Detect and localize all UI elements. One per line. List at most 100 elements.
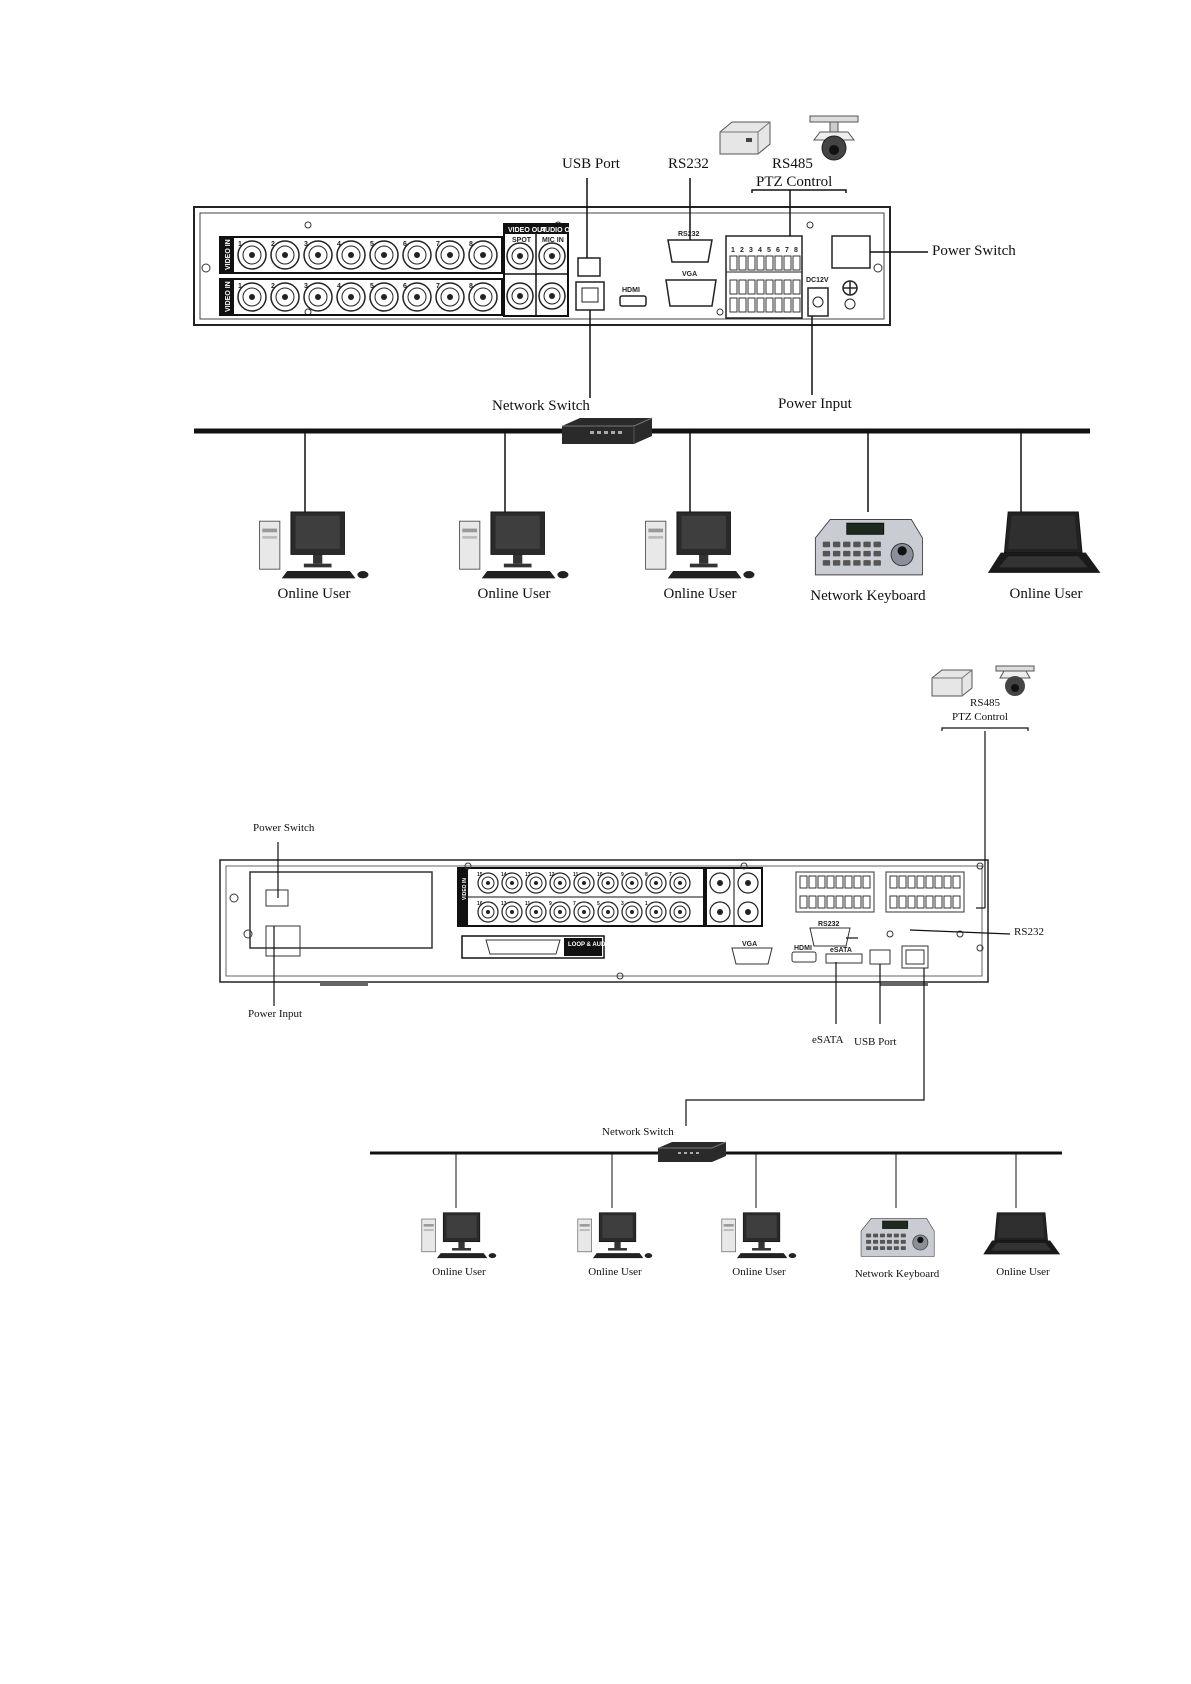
callout-power-switch: Power Switch <box>932 243 1016 259</box>
device-label: Network Keyboard <box>854 1268 940 1280</box>
terminal-pin <box>925 875 934 909</box>
panel-loop-audio: LOOP & AUDIO <box>568 942 612 948</box>
ptz-decoder-icon <box>719 121 771 155</box>
panel-row2-tag: VIDEO IN <box>225 281 232 312</box>
bnc-connector: 9 <box>621 872 643 894</box>
channel-number: 3 <box>621 901 624 907</box>
video-audio-out-connectors <box>506 242 566 310</box>
terminal-pin <box>826 875 835 909</box>
bnc-connector <box>506 242 534 270</box>
alarm-terminal-pins-2 <box>799 875 961 909</box>
channel-number: 10 <box>597 872 603 878</box>
callout-lines-1 <box>586 178 928 398</box>
panel-dc12v: DC12V <box>806 277 829 284</box>
callout-esata: eSATA <box>812 1034 844 1046</box>
device-label: Online User <box>432 1266 486 1278</box>
bnc-connector: 8 <box>645 872 667 894</box>
bnc-connector: 5 <box>597 901 619 923</box>
pc-icon <box>721 1212 797 1259</box>
callout-rs232-2: RS232 <box>1014 926 1044 938</box>
panel-audio-out: AUDIO OUT <box>540 227 580 234</box>
panel-vga: VGA <box>682 271 697 278</box>
device-label: Online User <box>663 586 737 602</box>
network-keyboard-device: Network Keyboard <box>855 1212 939 1280</box>
channel-number: 1 <box>238 283 242 290</box>
panel-spot: SPOT <box>512 237 532 244</box>
online-user-device: Online User <box>986 508 1106 602</box>
dome-camera-icon-2 <box>995 665 1035 696</box>
panel-rs232-2: RS232 <box>818 921 840 928</box>
bnc-connector: 4 <box>336 240 366 270</box>
channel-number: 3 <box>304 283 308 290</box>
alarm-number: 1 <box>731 247 735 254</box>
bnc-connector: 11 <box>573 872 595 894</box>
bnc-connector: 15 <box>477 872 499 894</box>
terminal-pin <box>916 875 925 909</box>
bnc-connector: 8 <box>468 240 498 270</box>
channel-number: 1 <box>645 901 648 907</box>
channel-number: 2 <box>271 283 275 290</box>
bnc-connector: 9 <box>549 901 571 923</box>
callout-power-input: Power Input <box>778 396 852 412</box>
channel-number: 15 <box>477 872 483 878</box>
pc-icon <box>577 1212 653 1259</box>
bnc-connector: 8 <box>468 282 498 312</box>
panel-vga-2: VGA <box>742 941 757 948</box>
bnc-connector: 2 <box>270 282 300 312</box>
bnc-connector <box>506 282 534 310</box>
callout-network-switch-2: Network Switch <box>602 1126 674 1138</box>
terminal-pin <box>889 875 898 909</box>
bnc-connector <box>669 901 691 923</box>
bnc-connector <box>737 872 759 894</box>
terminal-pin <box>898 875 907 909</box>
terminal-pin: 4 <box>756 247 765 313</box>
bnc-connector: 14 <box>501 872 523 894</box>
channel-number: 5 <box>597 901 600 907</box>
dome-camera-icon <box>809 115 859 161</box>
bnc-connector: 7 <box>435 282 465 312</box>
bnc-connector: 12 <box>549 872 571 894</box>
online-user-device: Online User <box>574 1210 656 1278</box>
callout-rs232: RS232 <box>668 156 709 172</box>
terminal-pin <box>853 875 862 909</box>
channel-number: 7 <box>436 241 440 248</box>
panel-hdmi: HDMI <box>622 287 640 294</box>
alarm-number: 2 <box>740 247 744 254</box>
channel-number: 13 <box>501 901 507 907</box>
channel-number: 9 <box>621 872 624 878</box>
bnc-connector <box>737 901 759 923</box>
channel-number: 7 <box>669 872 672 878</box>
terminal-pin <box>862 875 871 909</box>
channel-number: 16 <box>477 901 483 907</box>
network-switch-icon-2 <box>658 1141 727 1162</box>
pc-icon <box>259 511 369 579</box>
callout-usb-port: USB Port <box>562 156 620 172</box>
channel-number: 9 <box>549 901 552 907</box>
channel-number: 2 <box>271 241 275 248</box>
channel-number: 3 <box>304 241 308 248</box>
alarm-number: 5 <box>767 247 771 254</box>
device-label: Network Keyboard <box>810 588 926 604</box>
channel-number: 11 <box>525 901 531 907</box>
terminal-pin: 6 <box>774 247 783 313</box>
keyboard-icon <box>814 519 923 576</box>
bnc-connector <box>538 282 566 310</box>
pc-icon <box>421 1212 497 1259</box>
terminal-pin: 7 <box>783 247 792 313</box>
terminal-pin <box>808 875 817 909</box>
bnc-connector: 7 <box>435 240 465 270</box>
bnc-connector: 6 <box>402 282 432 312</box>
terminal-pin <box>952 875 961 909</box>
channel-number: 5 <box>370 241 374 248</box>
bnc-connector: 3 <box>621 901 643 923</box>
bnc-connector: 5 <box>369 240 399 270</box>
terminal-pin: 2 <box>738 247 747 313</box>
bnc-connector: 1 <box>237 240 267 270</box>
channel-number: 6 <box>403 283 407 290</box>
bnc-connector <box>709 872 731 894</box>
bnc-connector: 13 <box>501 901 523 923</box>
alarm-number: 4 <box>758 247 762 254</box>
bnc-connector: 1 <box>237 282 267 312</box>
device-label: Online User <box>996 1266 1050 1278</box>
